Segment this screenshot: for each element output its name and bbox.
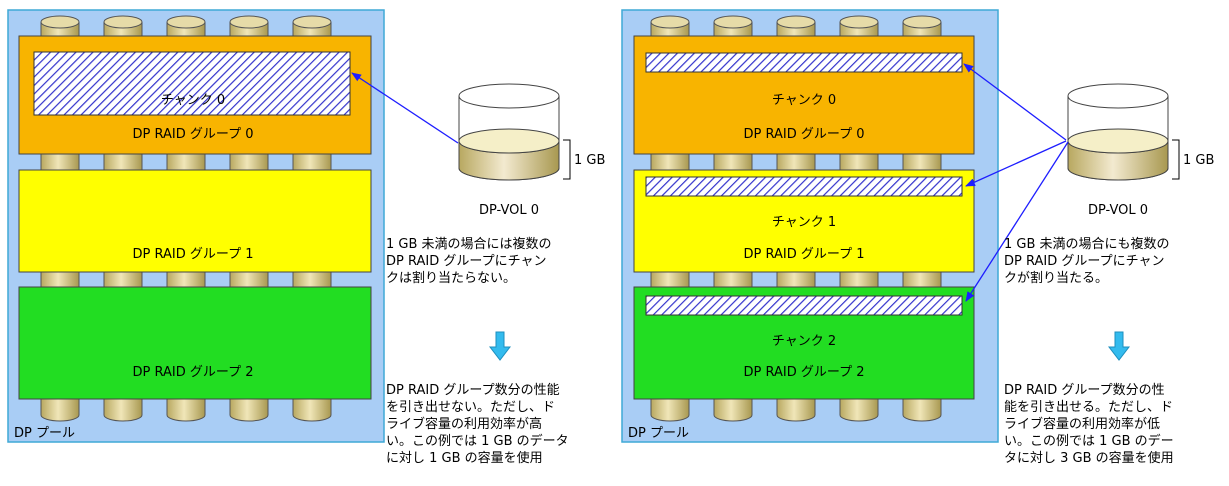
left-alloc-arrow	[351, 72, 459, 144]
left-note-bottom: DP RAID グループ数分の性能 を引き出せない。ただし、ド ライブ容量の利用…	[386, 383, 569, 466]
left-group-0-label: DP RAID グループ 0	[133, 127, 254, 142]
left-group-1-label: DP RAID グループ 1	[133, 247, 254, 262]
left-down-arrow-icon	[488, 331, 512, 361]
right-chunk-1-hatch	[645, 176, 963, 197]
right-group-1-label: DP RAID グループ 1	[744, 247, 865, 262]
right-chunk-1-label: チャンク 1	[772, 215, 836, 230]
right-chunk-0-label: チャンク 0	[772, 93, 836, 108]
left-size-label: 1 GB	[574, 153, 605, 168]
right-note-bottom: DP RAID グループ数分の性 能を引き出せる。ただし、ド ライブ容量の利用効…	[1004, 383, 1174, 466]
left-dp-vol: 1 GB DP-VOL 0	[458, 83, 605, 218]
right-group-2-label: DP RAID グループ 2	[744, 365, 865, 380]
right-group-0-label: DP RAID グループ 0	[744, 127, 865, 142]
left-group-2-label: DP RAID グループ 2	[133, 365, 254, 380]
right-down-arrow-icon	[1107, 331, 1131, 361]
right-chunk-0-hatch	[645, 52, 963, 73]
right-panel: チャンク 0 DP RAID グループ 0 チャンク 1 DP RAID グルー…	[621, 9, 1214, 443]
left-chunk-0-label: チャンク 0	[161, 93, 225, 108]
right-note-top: 1 GB 未満の場合にも複数の DP RAID グループにチャン クが割り当たる…	[1004, 237, 1170, 286]
left-vol-label: DP-VOL 0	[479, 203, 539, 218]
left-panel: チャンク 0 DP RAID グループ 0 DP RAID グループ 1 DP …	[7, 9, 605, 443]
right-alloc-arrow-1	[965, 140, 1067, 187]
left-pool-label: DP プール	[14, 426, 75, 441]
right-alloc-arrow-2	[965, 141, 1069, 302]
left-raid-group-2	[18, 286, 372, 400]
left-note-top: 1 GB 未満の場合には複数の DP RAID グループにチャン クは割り当たら…	[386, 237, 552, 286]
right-pool-label: DP プール	[628, 426, 689, 441]
right-vol-label: DP-VOL 0	[1088, 203, 1148, 218]
right-size-label: 1 GB	[1183, 153, 1214, 168]
right-chunk-2-hatch	[645, 295, 963, 316]
left-raid-group-1	[18, 169, 372, 273]
left-chunk-0-hatch	[33, 51, 351, 116]
right-chunk-2-label: チャンク 2	[772, 334, 836, 349]
right-dp-vol: 1 GB DP-VOL 0	[1067, 83, 1214, 218]
right-alloc-arrow-0	[963, 63, 1067, 141]
